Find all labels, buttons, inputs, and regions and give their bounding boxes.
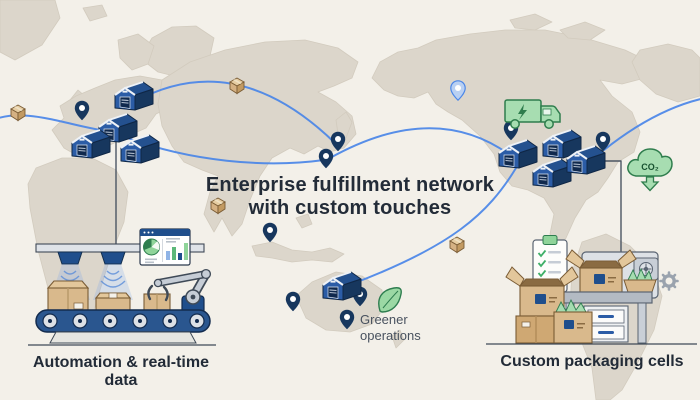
greener-note-line-1: Greener bbox=[360, 312, 408, 327]
caption-packaging: Custom packaging cells bbox=[500, 353, 684, 370]
closed-box-icon bbox=[515, 315, 557, 344]
scan-beam bbox=[93, 264, 133, 300]
map-icons: CO₂ bbox=[10, 77, 673, 330]
open-box-icon bbox=[505, 266, 579, 317]
desk-top bbox=[561, 291, 653, 304]
robotic-arm-icon bbox=[147, 268, 212, 314]
open-box-icon bbox=[565, 249, 637, 293]
scan-waves-icon bbox=[100, 270, 126, 288]
title-line-1: Enterprise fulfillment network bbox=[205, 174, 495, 196]
down-arrow-icon bbox=[640, 176, 660, 192]
co2-reduction-icon: CO₂ bbox=[627, 148, 673, 192]
desk-leg bbox=[637, 302, 647, 344]
location-pin-icon bbox=[285, 291, 301, 312]
callout-connectors bbox=[115, 140, 622, 252]
dashboard-icon bbox=[139, 228, 191, 266]
location-pin-icon bbox=[262, 222, 278, 243]
parcel-box-icon bbox=[10, 104, 26, 121]
bar-chart-icon bbox=[166, 238, 188, 260]
conveyor-rollers bbox=[42, 313, 205, 329]
tissue-box-icon bbox=[553, 298, 593, 344]
pie-chart-icon bbox=[143, 238, 160, 256]
conveyor-box-icon bbox=[46, 280, 90, 313]
parcel-box-icon bbox=[449, 236, 465, 253]
location-pin-icon bbox=[318, 148, 334, 169]
conveyor-belt bbox=[35, 309, 211, 344]
leaf-icon bbox=[378, 287, 402, 313]
page-title: Enterprise fulfillment network with cust… bbox=[0, 174, 700, 220]
greener-operations-note: Greener operations bbox=[360, 312, 421, 344]
caption-automation: Automation & real-time data bbox=[32, 354, 209, 389]
packing-illustration bbox=[486, 235, 697, 345]
shipping-route-path bbox=[603, 98, 700, 151]
automation-illustration bbox=[28, 228, 216, 346]
lightning-bolt-icon bbox=[518, 104, 527, 120]
title-line-2: with custom touches bbox=[248, 197, 452, 219]
connector-line-right bbox=[603, 160, 622, 252]
electric-truck-icon bbox=[504, 99, 561, 129]
gear-icon bbox=[659, 271, 679, 291]
gripper-claw-icon bbox=[162, 285, 169, 302]
packing-station bbox=[561, 249, 659, 344]
shipping-route-path bbox=[329, 127, 511, 159]
co2-label: CO₂ bbox=[641, 162, 659, 172]
greener-note-line-2: operations bbox=[360, 328, 421, 343]
conveyor-box-icon bbox=[94, 292, 132, 313]
scanner-icon bbox=[93, 251, 133, 300]
gripper-claw-icon bbox=[147, 284, 154, 301]
shipping-route-path bbox=[351, 167, 517, 285]
